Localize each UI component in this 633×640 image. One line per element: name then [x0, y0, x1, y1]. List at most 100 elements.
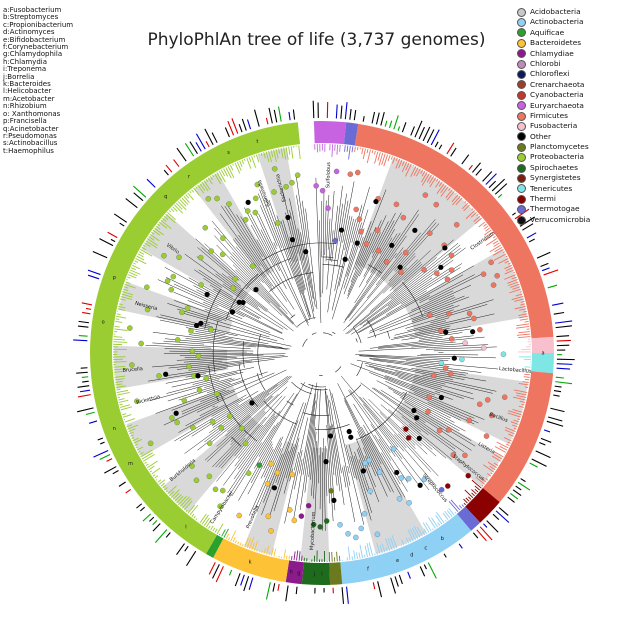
ring-abundance-bar	[516, 333, 531, 336]
outer-annotation-bar	[139, 506, 146, 512]
outer-annotation-bar	[104, 466, 117, 474]
ring-abundance-bar	[518, 383, 529, 386]
tree-leaf-node	[265, 513, 272, 520]
ring-abundance-bar	[510, 283, 520, 288]
ring-abundance-bar	[147, 460, 158, 469]
ring-abundance-bar	[201, 181, 209, 192]
tree-branch	[197, 376, 293, 451]
outer-annotation-bar	[99, 238, 114, 247]
tree-branch	[357, 430, 388, 497]
genus-letter-label: p	[113, 275, 116, 281]
tree-leaf-node	[197, 254, 204, 261]
tree-leaf-node	[287, 507, 293, 513]
tree-branch	[374, 368, 475, 400]
tree-branch	[366, 277, 433, 323]
tree-branch	[191, 398, 251, 437]
genus-letter-label: l	[185, 525, 186, 531]
tree-branch	[218, 437, 246, 468]
ring-abundance-bar	[504, 429, 515, 435]
tree-branch	[184, 375, 291, 454]
tree-branch	[386, 364, 465, 380]
legend-entry: Spirochaetes	[517, 163, 590, 173]
tree-branch	[398, 377, 464, 399]
ring-abundance-bar	[371, 150, 374, 154]
legend-label: Verrucomicrobia	[530, 214, 591, 224]
ring-abundance-bar	[165, 213, 176, 224]
outer-annotation-bar	[555, 320, 573, 324]
tree-branch	[358, 344, 489, 352]
outer-annotation-bar	[498, 507, 509, 516]
tree-branch	[174, 390, 259, 442]
ring-abundance-bar	[132, 437, 139, 442]
outer-annotation-bar	[410, 126, 415, 136]
outer-annotation-bar	[418, 126, 425, 140]
legend-label: Cyanobacteria	[530, 90, 584, 100]
tree-internal-arc	[322, 264, 344, 268]
legend-entry: Crenarchaeota	[517, 80, 590, 90]
ring-abundance-bar	[122, 288, 129, 292]
ring-abundance-bar	[127, 424, 139, 430]
tree-branch	[372, 221, 389, 254]
ring-abundance-bar	[401, 160, 405, 167]
ring-abundance-bar	[463, 498, 468, 504]
ring-abundance-bar	[122, 291, 134, 296]
tree-leaf-node	[422, 192, 429, 198]
tree-branch	[258, 193, 293, 280]
tree-branch	[362, 267, 451, 327]
tree-leaf-node	[144, 284, 150, 290]
outer-annotation-bar	[81, 302, 93, 306]
outer-annotation-bar	[553, 390, 562, 393]
outer-annotation-bar	[211, 132, 218, 143]
tree-branch	[221, 273, 268, 311]
tree-leaf-node	[212, 486, 219, 493]
outer-annotation-bar	[265, 117, 269, 125]
ring-abundance-bar	[268, 552, 271, 556]
ring-abundance-bar	[218, 170, 226, 183]
ring-abundance-bar	[220, 169, 226, 177]
tree-leaf-node	[347, 171, 354, 177]
ring-abundance-bar	[440, 184, 447, 193]
ring-abundance-bar	[465, 210, 476, 220]
outer-annotation-bar	[176, 543, 185, 556]
tree-branch	[354, 189, 387, 270]
ring-abundance-bar	[385, 546, 388, 552]
legend-entry: Chlorobi	[517, 59, 590, 69]
outer-annotation-bar	[273, 109, 278, 123]
ring-abundance-bar	[283, 549, 287, 559]
ring-abundance-bar	[463, 502, 466, 506]
legend-entry: Thermi	[517, 194, 590, 204]
tree-branch	[351, 204, 363, 243]
clade-marker-node	[253, 287, 259, 293]
outer-annotation-bar	[253, 109, 260, 127]
clade-marker-node	[412, 227, 418, 233]
outer-annotation-bar	[512, 489, 522, 497]
ring-abundance-bar	[115, 320, 123, 323]
outer-annotation-bar	[142, 513, 152, 522]
ring-abundance-bar	[116, 388, 121, 391]
tree-branch	[401, 267, 461, 305]
legend-entry: Synergistetes	[517, 173, 590, 183]
clade-marker-node	[323, 459, 329, 465]
tree-leaf-node	[319, 187, 326, 194]
tree-branch	[184, 253, 259, 308]
ring-abundance-bar	[214, 173, 222, 185]
ring-abundance-bar	[135, 446, 138, 449]
tree-branch	[163, 397, 225, 426]
tree-leaf-node	[374, 227, 381, 234]
clade-label: Sulfolobus	[325, 162, 332, 189]
ring-abundance-bar	[157, 479, 162, 483]
tree-branch	[419, 416, 472, 451]
tree-branch	[204, 243, 283, 316]
genus-letter-label: j	[313, 571, 315, 577]
tree-leaf-node	[236, 512, 242, 519]
ring-abundance-bar	[293, 551, 296, 561]
tree-branch	[196, 289, 283, 334]
ring-abundance-bar	[512, 424, 518, 428]
ring-abundance-bar	[374, 151, 379, 164]
legend-label: Chlamydiae	[530, 48, 574, 58]
tree-leaf-node	[203, 375, 210, 382]
outer-annotation-bar	[488, 180, 497, 189]
tree-branch	[369, 365, 473, 394]
tree-branch	[383, 259, 418, 294]
tree-branch	[389, 445, 418, 484]
